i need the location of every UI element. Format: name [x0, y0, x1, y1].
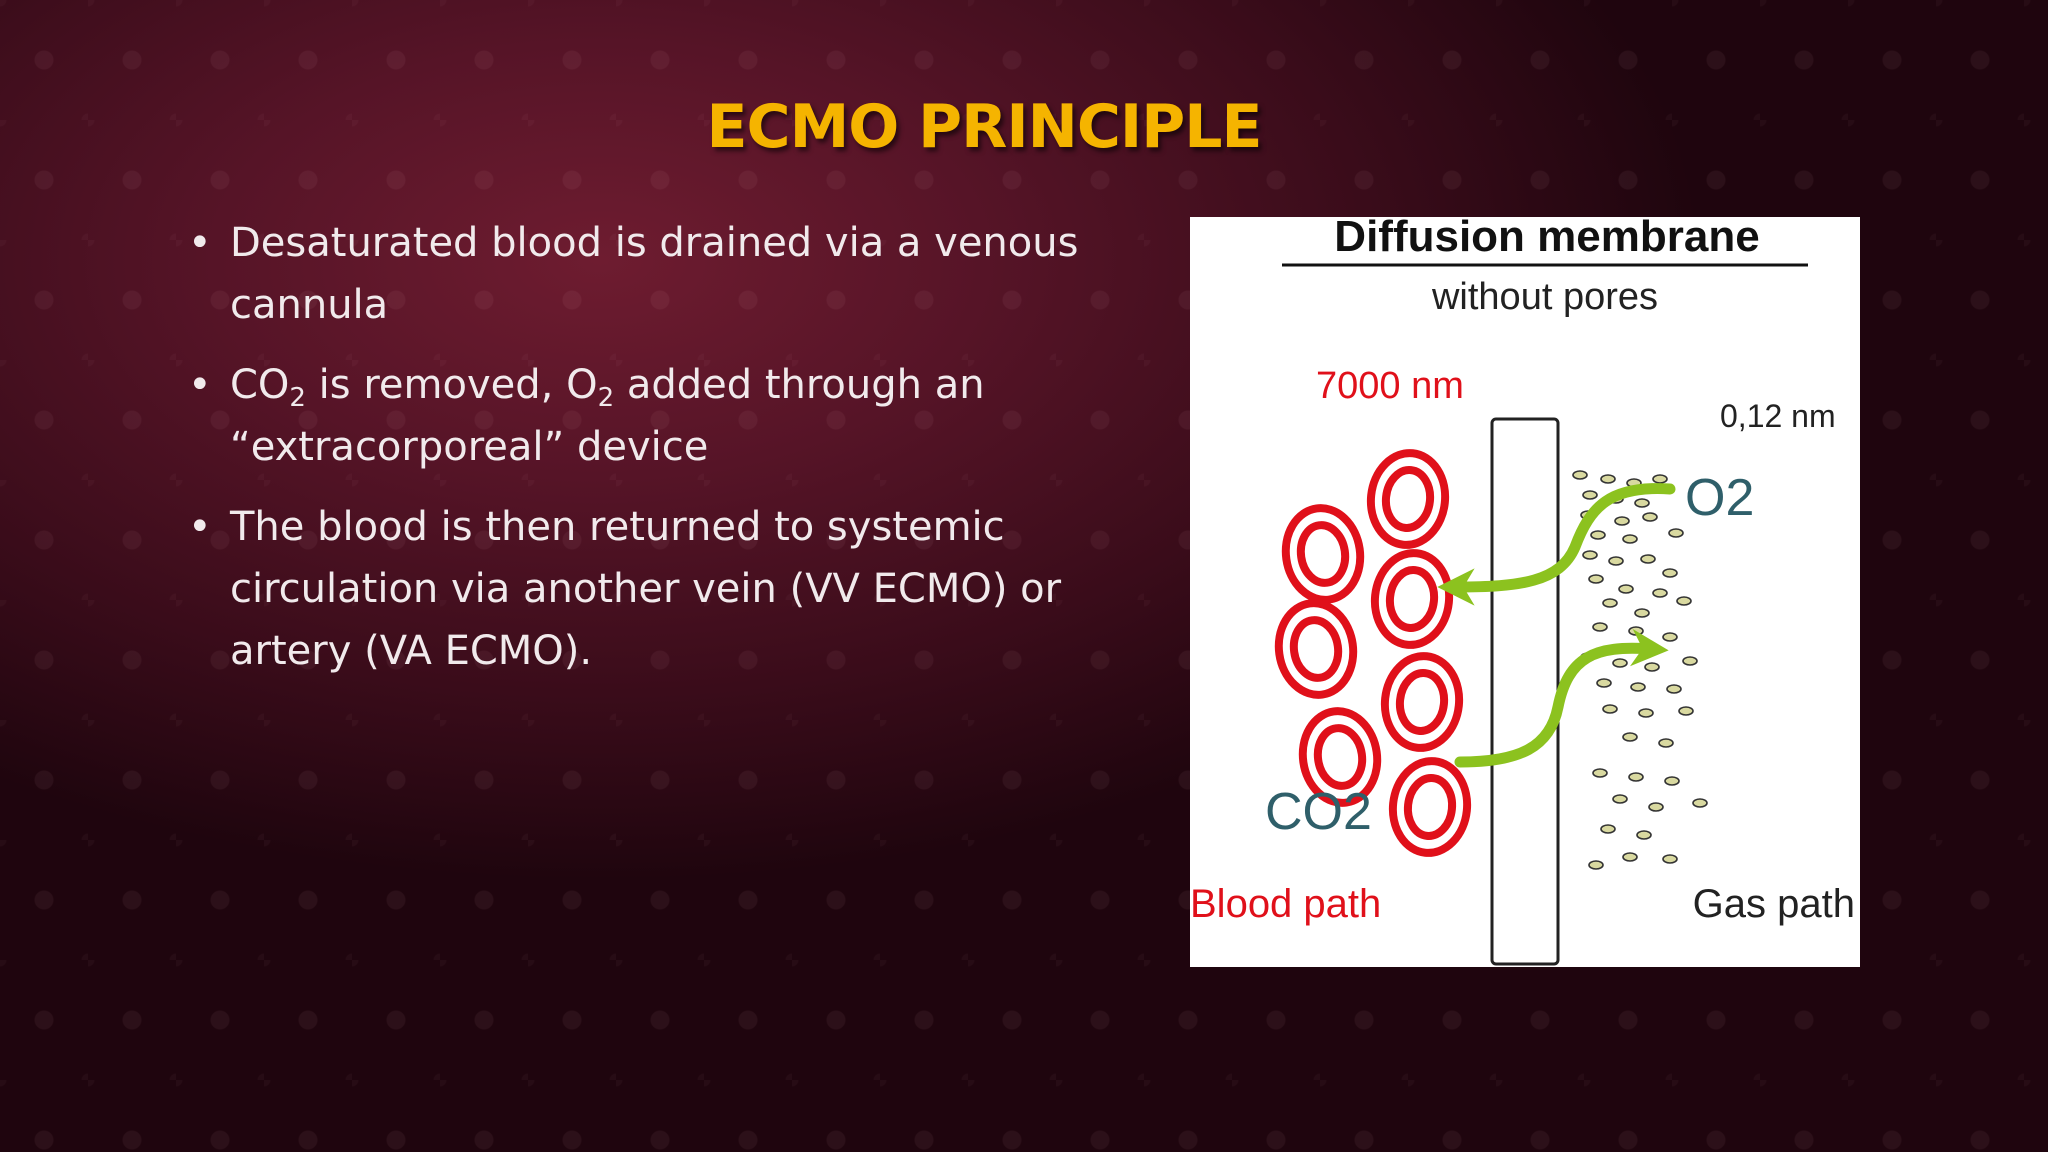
gas-molecule [1628, 772, 1644, 782]
gas-molecule [1622, 732, 1638, 742]
red-blood-cell [1380, 652, 1464, 752]
diffusion-membrane-figure: Diffusion membrane without pores 7000 nm… [1190, 217, 1860, 967]
gas-molecule [1592, 768, 1608, 778]
gas-molecule [1588, 574, 1604, 584]
gas-molecule [1662, 568, 1678, 578]
bullet-item: • The blood is then returned to systemic… [188, 496, 1088, 682]
gas-molecule [1668, 528, 1684, 538]
subscript: 2 [289, 383, 306, 413]
red-blood-cell [1274, 599, 1358, 699]
gas-molecule [1634, 498, 1650, 508]
red-blood-cell [1370, 549, 1454, 649]
bullet-text: CO2 is removed, O2 added through an “ext… [230, 362, 985, 470]
o2-diffusion-arrow [1437, 483, 1676, 606]
bullet-item: • CO2 is removed, O2 added through an “e… [188, 354, 1088, 478]
bullet-symbol: • [188, 504, 212, 550]
gas-molecule [1644, 662, 1660, 672]
gas-molecule [1640, 554, 1656, 564]
gas-molecule [1662, 854, 1678, 864]
gas-molecule [1618, 584, 1634, 594]
bullet-symbol: • [188, 362, 212, 408]
gas-molecules [1572, 470, 1708, 870]
red-blood-cell [1281, 504, 1365, 604]
gas-molecule [1658, 738, 1674, 748]
slide-title: ECMO PRINCIPLE [706, 92, 1263, 162]
gas-molecule [1692, 798, 1708, 808]
gas-molecule [1676, 596, 1692, 606]
gas-molecule [1622, 534, 1638, 544]
o2-label: O2 [1685, 469, 1754, 527]
gas-molecule [1678, 706, 1694, 716]
red-blood-cell [1388, 757, 1472, 857]
bullet-symbol: • [188, 220, 212, 266]
gas-molecule [1592, 622, 1608, 632]
gas-molecule [1612, 794, 1628, 804]
bullet-item: • Desaturated blood is drained via a ven… [188, 212, 1088, 336]
gas-molecule [1652, 474, 1668, 484]
gas-molecule [1666, 684, 1682, 694]
gas-molecule [1590, 530, 1606, 540]
diagram-subheading: without pores [1431, 276, 1658, 318]
gas-molecule [1636, 830, 1652, 840]
gas-molecule [1622, 852, 1638, 862]
red-blood-cells [1274, 449, 1472, 857]
gas-molecule [1602, 598, 1618, 608]
subscript: 2 [597, 383, 615, 413]
gas-molecule [1612, 658, 1628, 668]
gas-molecule [1600, 824, 1616, 834]
gas-molecule [1608, 556, 1624, 566]
bullet-text-part: CO [230, 362, 290, 408]
membrane-bar [1490, 417, 1560, 966]
gas-molecule [1682, 656, 1698, 666]
bullet-list: • Desaturated blood is drained via a ven… [188, 212, 1088, 700]
red-blood-cell [1366, 449, 1450, 549]
bullet-text-part: added through an “extracorporeal” device [230, 362, 985, 470]
co2-diffusion-arrow [1454, 628, 1669, 768]
gas-molecule [1614, 516, 1630, 526]
gas-molecule [1642, 512, 1658, 522]
gas-molecule [1638, 708, 1654, 718]
blood-cell-size-label: 7000 nm [1316, 365, 1464, 407]
red-blood-cell [1298, 707, 1382, 807]
gas-molecule [1596, 678, 1612, 688]
gas-molecule-size-label: 0,12 nm [1720, 398, 1836, 434]
gas-molecule [1628, 626, 1644, 636]
gas-molecule [1652, 588, 1668, 598]
diffusion-membrane-diagram: Diffusion membrane without pores 7000 nm… [1190, 217, 1855, 966]
gas-molecule [1664, 776, 1680, 786]
bullet-text: Desaturated blood is drained via a venou… [230, 220, 1079, 328]
blood-path-label: Blood path [1190, 882, 1381, 926]
gas-molecule [1582, 550, 1598, 560]
gas-molecule [1572, 470, 1588, 480]
bullet-text-part: is removed, O [305, 362, 598, 408]
gas-path-label: Gas path [1693, 882, 1855, 926]
gas-molecule [1602, 704, 1618, 714]
gas-molecule [1630, 682, 1646, 692]
gas-molecule [1582, 490, 1598, 500]
gas-molecule [1588, 860, 1604, 870]
gas-molecule [1662, 632, 1678, 642]
gas-molecule [1648, 802, 1664, 812]
gas-molecule [1600, 474, 1616, 484]
bullet-text: The blood is then returned to systemic c… [230, 504, 1062, 674]
gas-molecule [1634, 608, 1650, 618]
co2-label: CO2 [1265, 783, 1372, 841]
diagram-heading: Diffusion membrane [1334, 217, 1759, 261]
